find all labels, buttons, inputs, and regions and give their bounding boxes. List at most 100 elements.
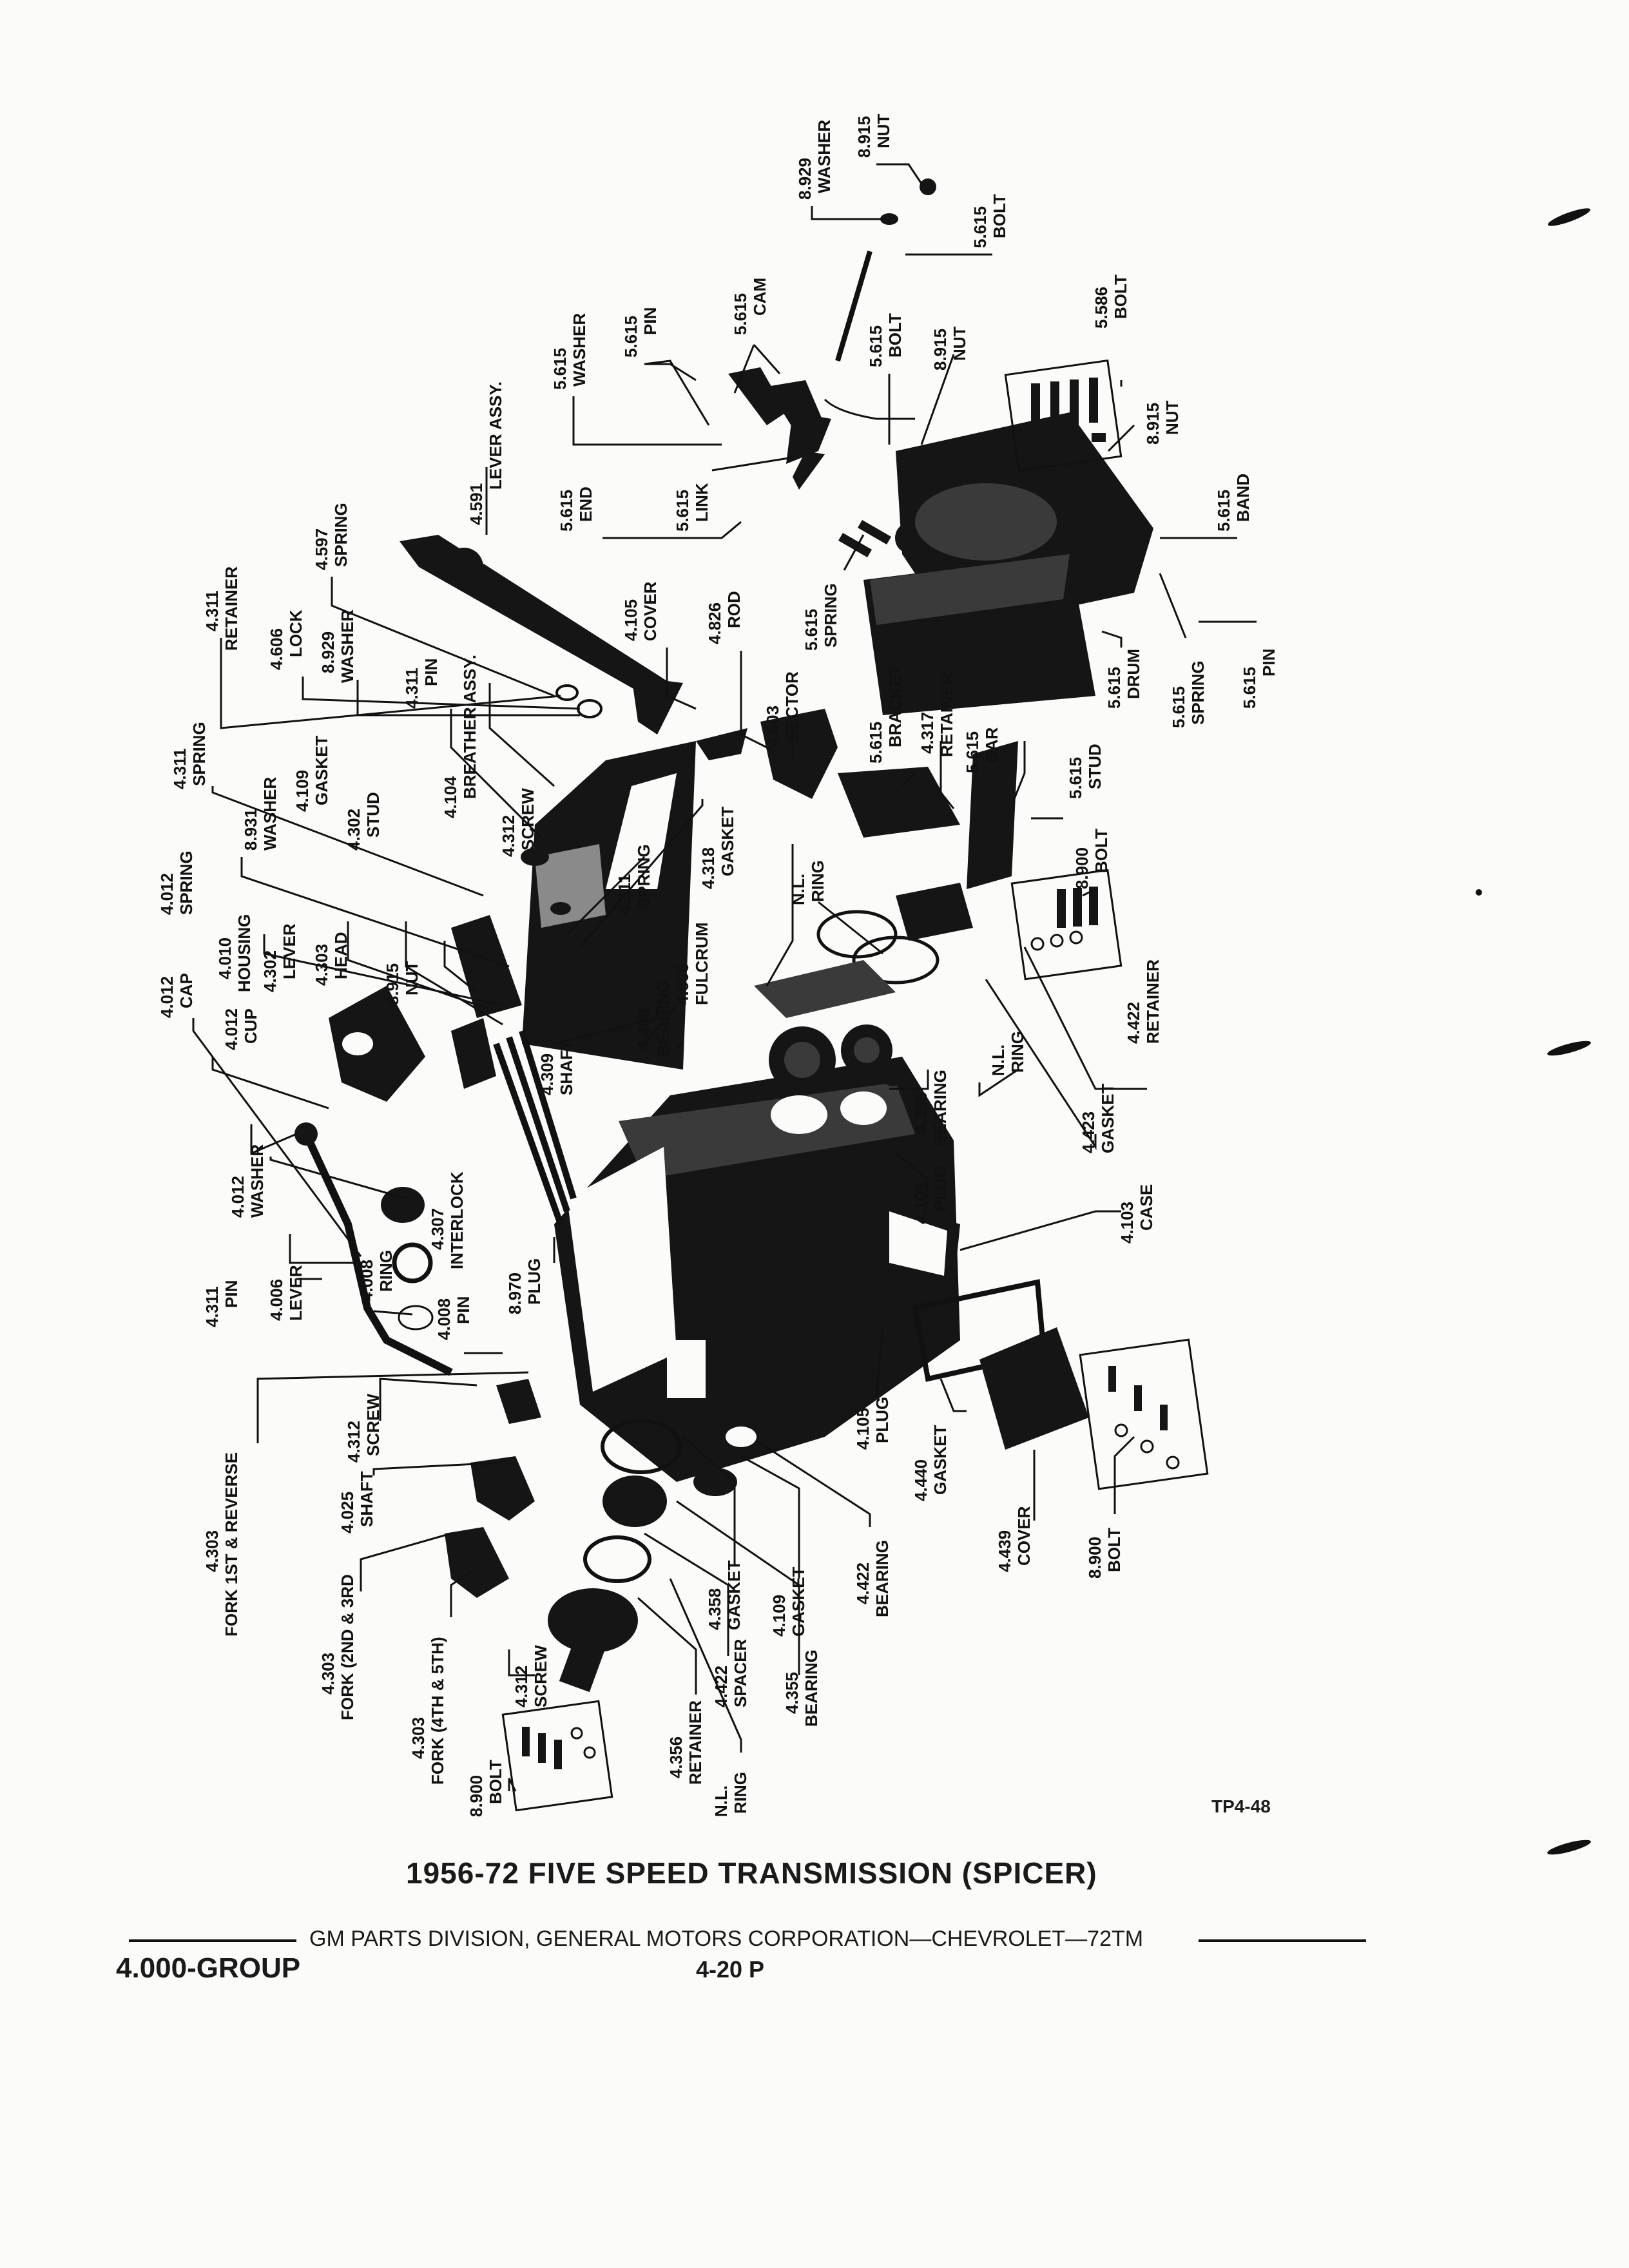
callout-number: 4.423 [1079, 1111, 1098, 1153]
callout-number: 4.356 [666, 1736, 686, 1778]
callout-name: SPRING [634, 844, 653, 908]
hardware-drawing [501, 359, 1209, 1812]
callout-number: 4.312 [512, 1666, 531, 1707]
callout-name: PIN [641, 307, 660, 335]
callout-name: WASHER [260, 777, 280, 850]
callout-name: GASKET [930, 1425, 950, 1495]
page-number: 4-20 P [696, 1956, 765, 1983]
callout-name: BOLT [1111, 274, 1130, 319]
callout-number: 4.439 [995, 1530, 1014, 1572]
callout-number: 8.915 [383, 963, 402, 1005]
callout-labels: 8.929 WASHER 8.915 NUT 5.615 BOLT 5.615 … [157, 113, 1278, 1817]
callout-number: 4.312 [499, 815, 518, 857]
callout-name: SHAFT [357, 1471, 376, 1527]
callout-number: 4.302 [260, 950, 280, 992]
callout-number: 4.422 [711, 1666, 731, 1707]
callout-name: PIN [1259, 649, 1278, 677]
callout-number: 4.105 [853, 1408, 872, 1450]
callout-name: NUT [402, 961, 421, 995]
callout-number: 5.615 [673, 490, 692, 532]
callout-name: NUT [1162, 400, 1182, 435]
callout-name: INTERLOCK [447, 1171, 467, 1269]
callout-name: BAR [982, 727, 1001, 764]
callout-name: LINK [692, 483, 711, 522]
callout-name: CAP [177, 973, 196, 1008]
callout-number: 8.900 [1072, 847, 1092, 889]
callout-name: ROD [724, 591, 744, 628]
callout-name: SCREW [518, 788, 537, 850]
callout-number: 5.615 [970, 206, 990, 248]
callout-name: WASHER [338, 610, 357, 683]
callout-name: FORK 1ST & REVERSE [222, 1452, 241, 1637]
callout-number: 4.104 [441, 776, 460, 818]
callout-number: 4.103 [1117, 1202, 1137, 1244]
figure-id: TP4-48 [1211, 1796, 1271, 1816]
callout-name: SPRING [177, 850, 196, 915]
callout-number: 8.929 [795, 158, 815, 200]
footer-rule [1199, 1939, 1366, 1942]
callout-number: 4.597 [312, 528, 331, 570]
callout-number: 8.900 [467, 1775, 486, 1817]
callout-number: 4.105 [621, 599, 641, 641]
callout-name: BRACKET [885, 666, 905, 747]
footer-publisher: GM PARTS DIVISION, GENERAL MOTORS CORPOR… [309, 1927, 1144, 1951]
callout-number: 8.915 [930, 329, 950, 370]
footer-rule [129, 1939, 296, 1942]
callout-number: 4.606 [267, 628, 286, 670]
callout-name: END [576, 486, 595, 522]
callout-number: 4.355 [782, 1672, 802, 1714]
callout-number: 4.109 [769, 1595, 789, 1637]
callout-name: LOCK [286, 610, 305, 657]
callout-name: BOLT [885, 313, 905, 358]
callout-number: 4.591 [467, 483, 486, 525]
callout-name: BOLT [1104, 1528, 1124, 1572]
callout-number: 8.931 [241, 809, 260, 850]
callout-number: 4.012 [222, 1008, 241, 1050]
callout-name: PLUG [872, 1397, 892, 1443]
callout-name: SPACER [731, 1639, 750, 1707]
callout-name: GASKET [718, 807, 737, 876]
callout-number: 4.025 [338, 1492, 357, 1533]
callout-name: NUT [874, 113, 893, 148]
callout-name: BREATHER ASSY. [460, 655, 479, 799]
scan-mark [1476, 889, 1482, 896]
callout-number: 4.010 [215, 937, 235, 979]
callout-name: RETAINER [1143, 959, 1162, 1044]
callout-number: 5.615 [963, 731, 982, 773]
callout-number: 8.915 [854, 116, 874, 158]
callout-name: PLUG [525, 1258, 544, 1305]
callout-name: BEARING [930, 1070, 950, 1147]
callout-number: 4.006 [267, 1279, 286, 1321]
callout-number: 5.615 [866, 325, 885, 367]
page-title: 1956-72 FIVE SPEED TRANSMISSION (SPICER) [406, 1856, 1097, 1890]
callout-name: COVER [1014, 1506, 1034, 1566]
control-housing-drawing [294, 986, 496, 1376]
callout-name: WASHER [247, 1144, 267, 1218]
callout-number: N.L. [988, 1044, 1008, 1076]
callout-number: 4.311 [202, 590, 222, 631]
callout-number: 4.422 [853, 1562, 872, 1604]
callout-name: BEARING [872, 1540, 892, 1617]
callout-name: GASKET [1098, 1084, 1117, 1153]
callout-number: 4.303 [202, 1530, 222, 1572]
callout-number: 5.615 [550, 348, 570, 390]
callout-number: 4.826 [705, 602, 724, 644]
callout-number: 4.311 [170, 748, 189, 789]
callout-number: 4.318 [699, 847, 718, 889]
callout-name: CAM [750, 278, 769, 316]
callout-number: 4.311 [402, 668, 421, 709]
callout-number: 4.303 [312, 944, 331, 986]
brake-linkage-drawing [728, 178, 936, 558]
callout-number: 4.606 [673, 963, 692, 1005]
callout-number: 5.586 [1092, 287, 1111, 329]
callout-number: 4.355 [911, 1092, 930, 1134]
callout-number: N.L. [711, 1785, 731, 1817]
callout-number: 5.615 [1240, 667, 1259, 709]
callout-number: 5.615 [1104, 667, 1124, 709]
callout-name: CASE [1137, 1184, 1156, 1231]
callout-name: SECTOR [782, 671, 802, 741]
callout-number: 4.012 [157, 873, 177, 915]
bottom-cover-drawing [912, 1279, 1089, 1450]
callout-name: WASHER [570, 313, 589, 387]
